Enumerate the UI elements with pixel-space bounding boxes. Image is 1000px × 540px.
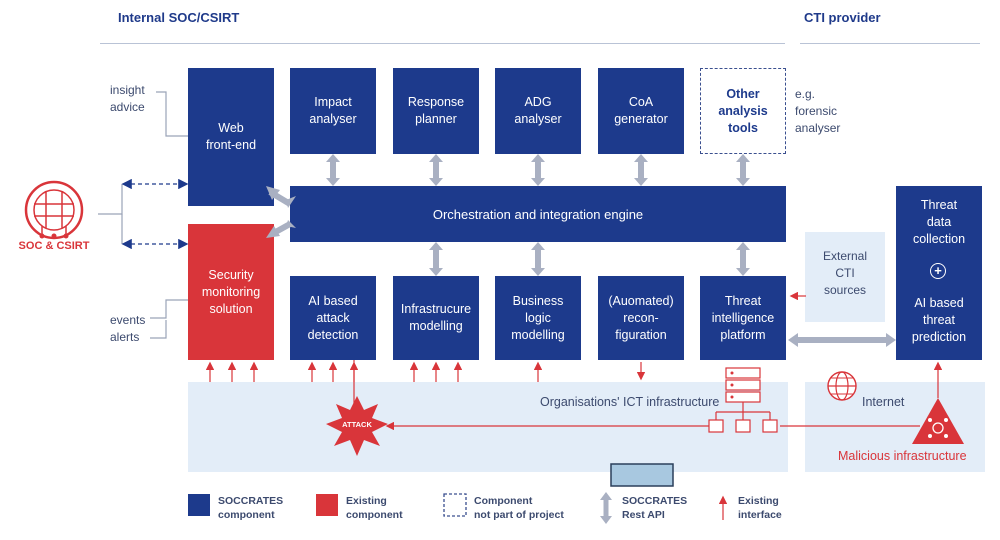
web-front-end-box: Web front-end: [188, 68, 274, 206]
soc-csirt-badge: SOC & CSIRT: [14, 176, 94, 256]
ai-threat-prediction-label: AI based threat prediction: [911, 295, 967, 344]
external-cti-band: [805, 232, 885, 322]
external-cti-sources-label: External CTI sources: [822, 248, 868, 297]
attack-label: ATTACK: [342, 420, 372, 429]
legend-existing-label: Existing component: [346, 495, 403, 521]
ai-attack-detection-box: AI based attack detection: [290, 276, 376, 360]
coa-generator-box: CoA generator: [598, 68, 684, 154]
plus-icon: +: [930, 263, 946, 279]
reconfiguration-box: (Auomated) recon- figuration: [598, 276, 684, 360]
adg-analyser-box: ADG analyser: [495, 68, 581, 154]
insight-advice-label: insight advice: [110, 83, 145, 114]
threat-intelligence-platform-box: Threat intelligence platform: [700, 276, 786, 360]
malicious-infrastructure-label: Malicious infrastructure: [838, 449, 967, 463]
malicious-warning-icon: [912, 398, 964, 444]
example-forensic-label: e.g. forensic analyser: [795, 87, 841, 135]
ict-infrastructure-band: [188, 382, 788, 472]
soc-csirt-label: SOC & CSIRT: [18, 240, 90, 252]
impact-analyser-box: Impact analyser: [290, 68, 376, 154]
threat-data-collection-label: Threat data collection: [912, 197, 966, 246]
soc-csirt-network-icon: [24, 180, 84, 240]
legend-soccrates-swatch: [188, 494, 210, 516]
redaction-box: [610, 463, 674, 487]
ict-infrastructure-label: Organisations' ICT infrastructure: [540, 395, 720, 409]
events-alerts-label: events alerts: [110, 313, 146, 344]
legend-api-icon: [600, 492, 612, 524]
globe-icon: [827, 371, 857, 401]
attack-burst-icon: [326, 396, 388, 456]
legend-interface-label: Existing interface: [738, 495, 782, 521]
legend-notpart-swatch: [443, 493, 467, 517]
response-planner-box: Response planner: [393, 68, 479, 154]
server-icon: [708, 367, 778, 433]
legend-existing-swatch: [316, 494, 338, 516]
internet-label: Internet: [862, 395, 905, 409]
legend-soccrates-label: SOCCRATES component: [218, 495, 284, 521]
other-analysis-tools-box: Other analysis tools: [700, 68, 786, 154]
business-logic-box: Business logic modelling: [495, 276, 581, 360]
orchestration-engine-box: Orchestration and integration engine: [290, 186, 786, 242]
legend-notpart-label: Component not part of project: [474, 495, 564, 521]
security-monitoring-box: Security monitoring solution: [188, 224, 274, 360]
header-divider-right: [800, 43, 980, 44]
cti-provider-header: CTI provider: [804, 10, 881, 25]
legend-api-label: SOCCRATES Rest API: [622, 495, 688, 521]
internal-soc-header: Internal SOC/CSIRT: [118, 10, 240, 25]
infrastructure-modelling-box: Infrastrucure modelling: [393, 276, 479, 360]
header-divider-left: [100, 43, 785, 44]
